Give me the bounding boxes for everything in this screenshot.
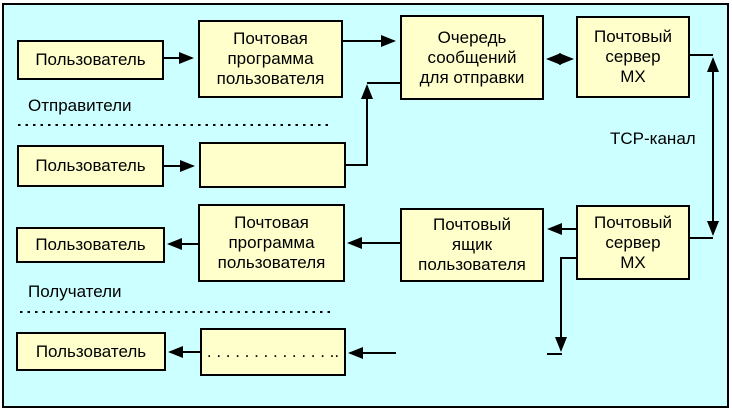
node-user-sender-2: Пользователь <box>17 145 164 187</box>
node-mail-program-sender: Почтовая программа пользователя <box>198 20 343 98</box>
senders-section-label: Отправители <box>28 96 132 115</box>
node-label: Почтовый ящик пользователя <box>418 215 526 274</box>
node-user-receiver-1: Пользователь <box>16 227 165 263</box>
tcp-channel-label: TCP-канал <box>610 129 696 148</box>
node-user-sender-1: Пользователь <box>17 40 164 80</box>
node-label: Почтовая программа пользователя <box>216 29 325 88</box>
node-label: Пользователь <box>35 156 146 175</box>
node-mx-server-top: Почтовый сервер MX <box>576 16 690 98</box>
node-dotted-box: . . . . . . . . . . . . . .. <box>200 328 346 376</box>
node-label: Очередь сообщений для отправки <box>419 27 525 87</box>
node-outgoing-queue: Очередь сообщений для отправки <box>400 15 544 100</box>
node-label: Пользователь <box>35 50 146 69</box>
node-label: Почтовый сервер MX <box>594 212 672 272</box>
receivers-section-label: Получатели <box>28 282 122 301</box>
node-user-receiver-2: Пользователь <box>16 332 166 371</box>
node-mx-server-bottom: Почтовый сервер MX <box>576 205 690 280</box>
node-label: Пользователь <box>35 341 147 361</box>
node-empty-box <box>199 142 346 188</box>
node-mail-program-receiver: Почтовая программа пользователя <box>198 204 345 282</box>
node-label: Почтовый сервер MX <box>594 27 672 86</box>
node-label: Почтовая программа пользователя <box>217 213 326 272</box>
node-mailbox-top: Почтовый ящик пользователя <box>400 208 544 282</box>
node-label: . . . . . . . . . . . . . .. <box>206 342 340 361</box>
node-label: Пользователь <box>35 235 146 254</box>
